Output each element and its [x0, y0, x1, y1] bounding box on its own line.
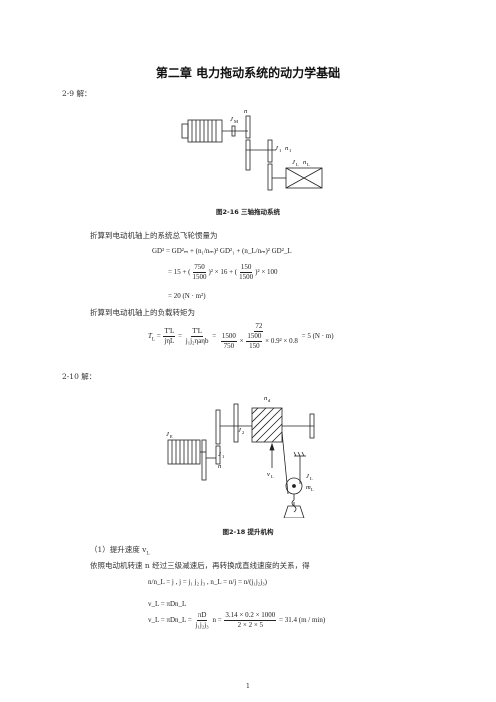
label-n1-sub: 1: [289, 148, 291, 153]
label-n: n: [218, 463, 221, 470]
label-jl-sub: L: [310, 476, 313, 481]
label-j2-sub: 2: [242, 430, 244, 435]
label-j1-sub: 1: [222, 454, 224, 459]
label-j1: J: [275, 145, 279, 152]
label-ml: m: [306, 484, 311, 491]
text-reduction-relation: 依照电动机转速 n 经过三级减速后，再转换成直线速度的关系，得: [90, 561, 310, 570]
label-vl-sub: L: [271, 474, 274, 479]
text-lift-speed: （1）提升速度 vL: [90, 545, 150, 557]
eq-gd2-result: = 20 (N · m²): [168, 292, 206, 300]
label-jl-sub: L: [296, 162, 299, 167]
label-jm-sub: M: [234, 119, 238, 124]
eq-speed-ratio: n/n_L = j , j = j₁ j₂ j₃ , n_L = n/j = n…: [148, 578, 267, 586]
text-total-inertia: 折算到电动机轴上的系统总飞轮惯量为: [90, 231, 218, 240]
label-j1-sub: 1: [279, 148, 281, 153]
label-nl-sub: L: [307, 162, 310, 167]
figure-hoist-mechanism: n d J E J 2 J 1 n v L J L m L: [166, 395, 315, 518]
page-title: 第二章 电力拖动系统的动力学基础: [155, 66, 341, 80]
label-jm: J: [230, 116, 234, 123]
label-je-sub: E: [170, 434, 173, 439]
figure-caption-2-18: 图2-18 提升机构: [222, 528, 274, 536]
label-ml-sub: L: [311, 487, 314, 492]
problem-label-2-10: 2-10 解：: [62, 372, 97, 381]
label-jl: J: [306, 473, 310, 480]
motor-body: [187, 119, 223, 143]
eq-linear-speed: v_L = πDn_L: [148, 600, 187, 608]
figure-caption-2-16: 图2-16 三轴拖动系统: [215, 208, 281, 216]
eq-gd2-formula: GD² = GD²ₘ + (n₁/nₘ)² GD²₁ + (n_L/nₘ)² G…: [152, 247, 292, 255]
problem-label-2-9: 2-9 解：: [62, 89, 92, 98]
label-n: n: [244, 108, 247, 115]
figure-three-shaft-system: J M n J 1 n 1 J L n L: [181, 108, 323, 191]
label-nl: n: [303, 159, 306, 166]
text-load-torque: 折算到电动机轴上的负载转矩为: [90, 308, 195, 317]
label-nd: n: [264, 395, 267, 402]
label-j1: J: [218, 451, 222, 458]
label-jl: J: [292, 159, 296, 166]
label-nd-sub: d: [268, 398, 271, 403]
page-number: 1: [245, 682, 251, 690]
label-n1: n: [285, 145, 288, 152]
label-j2: J: [238, 427, 242, 434]
label-vl: v: [267, 471, 270, 478]
label-je: J: [166, 431, 170, 438]
